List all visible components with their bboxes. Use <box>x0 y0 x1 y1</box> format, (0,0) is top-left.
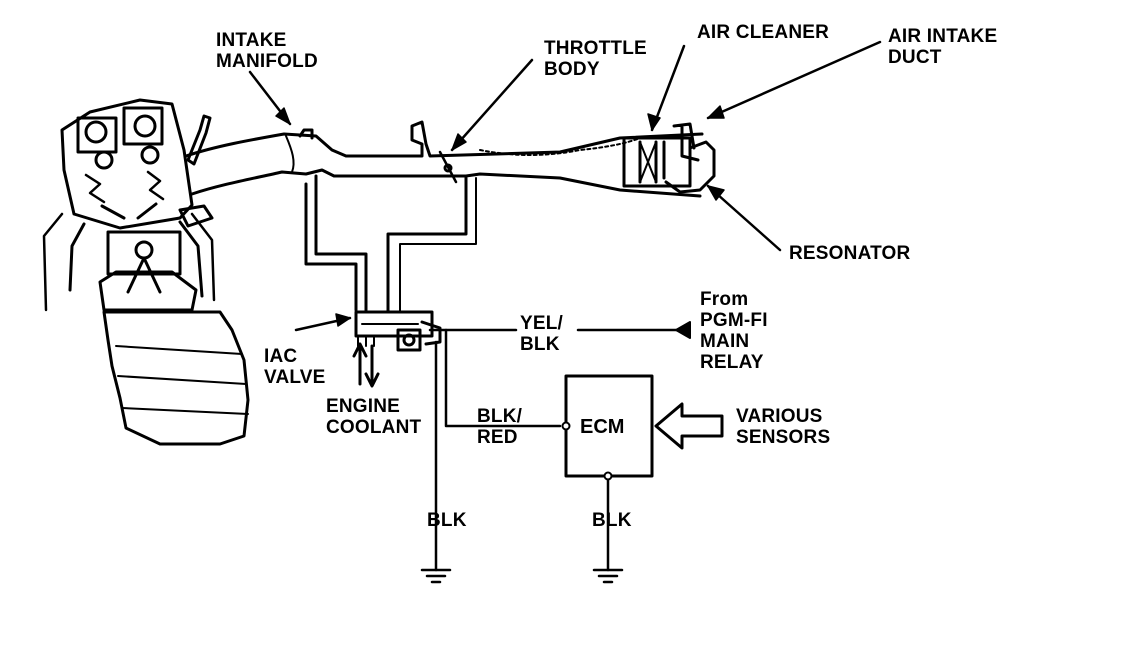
yel-blk-wire-label: YEL/ BLK <box>520 313 564 355</box>
ecm-input-terminal <box>561 421 571 431</box>
ground-symbol-left <box>420 568 452 584</box>
bypass-air-passage <box>304 174 477 314</box>
ecm-label: ECM <box>580 416 624 438</box>
intake-manifold-label: INTAKE MANIFOLD <box>216 30 318 72</box>
leader-arrowheads <box>275 105 725 327</box>
blk-ground-label-right: BLK <box>592 510 632 531</box>
relay-feed-arrow <box>675 321 691 339</box>
engine-coolant-arrows <box>352 342 380 388</box>
blk-red-wire-label: BLK/ RED <box>477 406 523 448</box>
air-cleaner-label: AIR CLEANER <box>697 22 830 43</box>
leader-lines <box>248 40 882 332</box>
various-sensors-arrow <box>654 402 724 450</box>
wiring <box>428 328 682 572</box>
engine-illustration <box>42 98 250 446</box>
blk-ground-label-left: BLK <box>427 510 467 531</box>
from-pgmfi-relay-label: From PGM-FI MAIN RELAY <box>700 289 768 373</box>
throttle-body-label: THROTTLE BODY <box>544 38 647 80</box>
various-sensors-label: VARIOUS SENSORS <box>736 406 831 448</box>
resonator-label: RESONATOR <box>789 243 911 264</box>
iac-valve-label: IAC VALVE <box>264 346 326 388</box>
engine-coolant-label: ENGINE COOLANT <box>326 396 422 438</box>
ecm-ground-terminal <box>603 471 613 481</box>
air-cleaner-box <box>622 122 716 194</box>
ground-symbol-right <box>592 568 624 584</box>
air-intake-duct-label: AIR INTAKE DUCT <box>888 26 998 68</box>
intake-manifold-runner <box>184 128 412 196</box>
iac-valve-body <box>354 310 442 352</box>
